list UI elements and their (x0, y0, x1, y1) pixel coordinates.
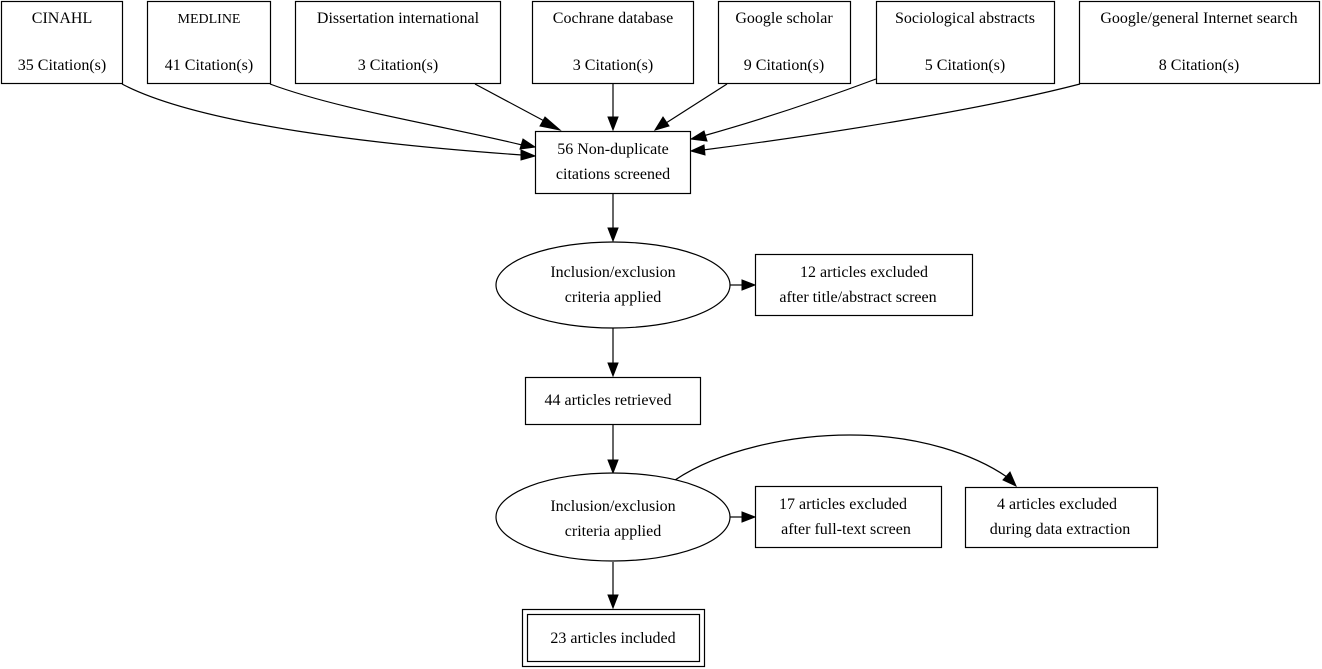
arrowhead-excluded1 (741, 279, 757, 291)
excluded-line1: 17 articles excluded (779, 496, 907, 513)
included-node: 23 articles included (521, 608, 706, 668)
excluded-node-data-extraction: 4 articles excluded during data extracti… (964, 486, 1159, 549)
source-citations: 3 Citation(s) (358, 57, 438, 74)
arrowhead-internet (689, 144, 706, 156)
source-citations: 9 Citation(s) (744, 57, 824, 74)
excluded-node-title-abstract: 12 articles excluded after title/abstrac… (754, 253, 974, 317)
excluded-line2: during data extraction (990, 521, 1130, 538)
arrowhead-cochrane (607, 116, 619, 132)
arrowhead-scholar (653, 116, 670, 131)
excluded-box (754, 253, 974, 317)
arrowhead-excluded3 (1002, 471, 1017, 487)
source-name: Google/general Internet search (1100, 10, 1297, 27)
arrowhead-sociological (689, 130, 708, 142)
source-citations: 35 Citation(s) (18, 57, 106, 74)
included-label: 23 articles included (550, 630, 675, 647)
screened-box (534, 130, 692, 195)
retrieved-box (524, 376, 702, 426)
arrowhead-dissertation (539, 116, 562, 131)
criteria-node-1: Inclusion/exclusion criteria applied (495, 241, 731, 329)
source-box (1078, 0, 1321, 85)
source-box (717, 0, 852, 85)
edge-cinahl-to-screened (121, 83, 523, 156)
edge-dissertation-to-screened (474, 83, 549, 124)
source-name: CINAHL (32, 10, 92, 27)
source-box (875, 0, 1056, 85)
excluded-box (754, 485, 943, 549)
edge-scholar-to-screened (665, 83, 728, 124)
source-box (531, 0, 695, 85)
edge-criteria2-to-excluded3 (674, 434, 1008, 481)
included-inner-box (526, 613, 701, 663)
source-box (146, 0, 272, 85)
arrowhead-criteria1 (607, 227, 619, 243)
excluded-line1: 12 articles excluded (800, 264, 928, 281)
arrowhead-retrieved (607, 362, 619, 378)
source-citations: 41 Citation(s) (165, 57, 253, 74)
source-name: Dissertation international (317, 10, 480, 27)
criteria-node-2: Inclusion/exclusion criteria applied (495, 472, 731, 562)
criteria-ellipse (495, 241, 731, 329)
excluded-line1: 4 articles excluded (997, 496, 1117, 513)
screened-node: 56 Non-duplicate citations screened (534, 130, 692, 195)
screened-line1: 56 Non-duplicate (557, 141, 669, 158)
source-node-medline: MEDLINE 41 Citation(s) (146, 0, 272, 85)
source-node-internet-search: Google/general Internet search 8 Citatio… (1078, 0, 1321, 85)
edge-sociological-to-screened (702, 78, 877, 137)
source-node-google-scholar: Google scholar 9 Citation(s) (717, 0, 852, 85)
source-name: Cochrane database (553, 10, 673, 27)
retrieved-node: 44 articles retrieved (524, 376, 702, 426)
edge-medline-to-screened (269, 83, 523, 146)
source-citations: 8 Citation(s) (1159, 57, 1239, 74)
edges (121, 78, 1081, 610)
criteria-line1: Inclusion/exclusion (550, 498, 675, 515)
retrieved-label: 44 articles retrieved (544, 392, 671, 409)
excluded-box (964, 486, 1159, 549)
source-name: Sociological abstracts (895, 10, 1035, 27)
criteria-line1: Inclusion/exclusion (550, 264, 675, 281)
excluded-line2: after title/abstract screen (779, 289, 936, 306)
source-node-cochrane: Cochrane database 3 Citation(s) (531, 0, 695, 85)
excluded-node-full-text: 17 articles excluded after full-text scr… (754, 485, 943, 549)
arrowhead-medline (519, 138, 537, 150)
criteria-ellipse (495, 472, 731, 562)
source-name: Google scholar (735, 10, 833, 27)
edge-internet-to-screened (702, 83, 1081, 151)
arrowhead-excluded2 (741, 511, 757, 523)
screened-line2: citations screened (556, 166, 670, 183)
arrowhead-cinahl (520, 149, 537, 161)
source-node-dissertation: Dissertation international 3 Citation(s) (294, 0, 502, 85)
source-name: MEDLINE (178, 12, 241, 27)
criteria-line2: criteria applied (565, 289, 661, 306)
criteria-line2: criteria applied (565, 523, 661, 540)
source-node-sociological: Sociological abstracts 5 Citation(s) (875, 0, 1056, 85)
source-node-cinahl: CINAHL 35 Citation(s) (0, 0, 124, 85)
source-box (294, 0, 502, 85)
source-citations: 5 Citation(s) (925, 57, 1005, 74)
source-box (0, 0, 124, 85)
source-citations: 3 Citation(s) (573, 57, 653, 74)
arrowhead-criteria2 (607, 459, 619, 475)
arrowhead-included (607, 594, 619, 610)
excluded-line2: after full-text screen (781, 521, 911, 538)
